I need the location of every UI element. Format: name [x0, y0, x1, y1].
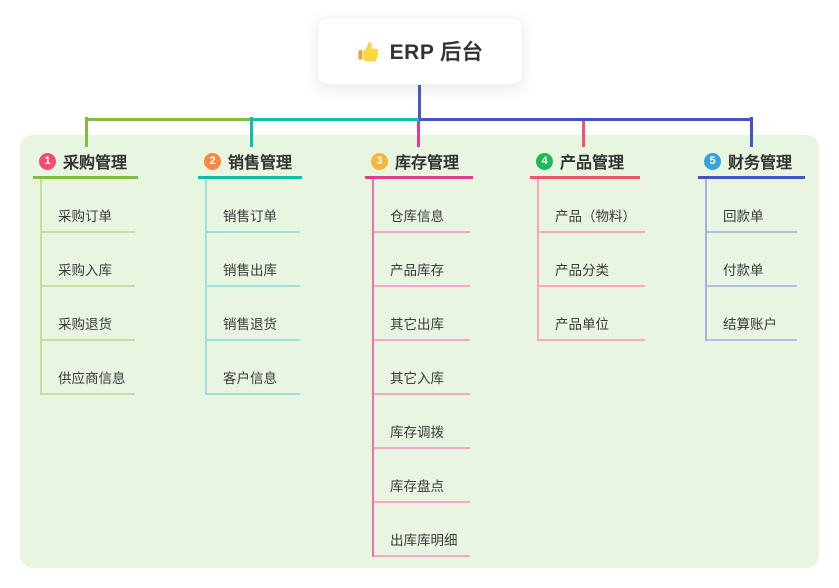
bus-line-middle: [253, 118, 419, 121]
node-item-label: 产品单位: [555, 317, 609, 332]
node-item-label: 采购订单: [58, 209, 112, 224]
branch-header-finance[interactable]: 5 财务管理: [698, 146, 805, 179]
branch-number-badge: 2: [204, 152, 221, 170]
node-item-label: 产品库存: [390, 263, 444, 278]
node-item[interactable]: 产品单位: [539, 287, 645, 341]
node-item[interactable]: 其它出库: [374, 287, 470, 341]
branch-items: 仓库信息 产品库存 其它出库 其它入库 库存调拨 库存盘点 出库库明细: [372, 179, 470, 557]
branch-header-inventory[interactable]: 3 库存管理: [365, 146, 473, 179]
node-item[interactable]: 仓库信息: [374, 179, 470, 233]
branch-items: 销售订单 销售出库 销售退货 客户信息: [205, 179, 300, 395]
node-item[interactable]: 回款单: [707, 179, 797, 233]
branch-number-badge: 5: [704, 152, 721, 170]
branch-number-badge: 1: [39, 152, 56, 170]
branch-finance: 5 财务管理 回款单 付款单 结算账户: [698, 117, 805, 341]
node-item[interactable]: 付款单: [707, 233, 797, 287]
root-connector: [418, 84, 421, 121]
node-item[interactable]: 销售退货: [207, 287, 300, 341]
branch-header-purchase[interactable]: 1 采购管理: [33, 146, 138, 179]
node-item-label: 库存调拨: [390, 425, 444, 440]
bus-line-right: [419, 118, 753, 121]
node-item-label: 其它出库: [390, 317, 444, 332]
node-item-label: 客户信息: [223, 371, 277, 386]
branch-items: 回款单 付款单 结算账户: [705, 179, 797, 341]
node-item-label: 销售出库: [223, 263, 277, 278]
branch-label: 财务管理: [728, 155, 793, 172]
node-item[interactable]: 其它入库: [374, 341, 470, 395]
node-item[interactable]: 供应商信息: [42, 341, 135, 395]
node-item-label: 供应商信息: [58, 371, 126, 386]
node-item[interactable]: 采购退货: [42, 287, 135, 341]
node-item[interactable]: 出库库明细: [374, 503, 470, 557]
root-node[interactable]: ERP 后台: [317, 17, 523, 85]
branches-panel: [20, 135, 819, 568]
branch-header-sales[interactable]: 2 销售管理: [198, 146, 302, 179]
node-item[interactable]: 采购入库: [42, 233, 135, 287]
branch-product: 4 产品管理 产品（物料） 产品分类 产品单位: [530, 121, 645, 341]
node-item[interactable]: 采购订单: [42, 179, 135, 233]
branch-drop-line: [85, 117, 88, 147]
branch-sales: 2 销售管理 销售订单 销售出库 销售退货 客户信息: [198, 117, 302, 395]
thumbs-up-icon: [357, 40, 380, 63]
node-item-label: 销售订单: [223, 209, 277, 224]
branch-header-product[interactable]: 4 产品管理: [530, 146, 640, 179]
node-item-label: 销售退货: [223, 317, 277, 332]
node-item[interactable]: 客户信息: [207, 341, 300, 395]
branch-inventory: 3 库存管理 仓库信息 产品库存 其它出库 其它入库 库存调拨 库存盘点 出库库…: [365, 121, 473, 557]
branch-drop-line: [417, 121, 420, 147]
node-item-label: 产品分类: [555, 263, 609, 278]
node-item-label: 采购入库: [58, 263, 112, 278]
branch-label: 采购管理: [63, 155, 128, 172]
branch-drop-line: [582, 121, 585, 147]
node-item-label: 其它入库: [390, 371, 444, 386]
branch-items: 采购订单 采购入库 采购退货 供应商信息: [40, 179, 135, 395]
root-node-label: ERP 后台: [389, 41, 484, 64]
node-item[interactable]: 产品分类: [539, 233, 645, 287]
node-item-label: 出库库明细: [390, 533, 458, 548]
node-item[interactable]: 销售出库: [207, 233, 300, 287]
branch-drop-line: [250, 117, 253, 147]
node-item-label: 产品（物料）: [555, 209, 636, 224]
bus-line-left: [85, 118, 253, 121]
node-item-label: 付款单: [723, 263, 764, 278]
branch-label: 销售管理: [228, 155, 293, 172]
node-item-label: 回款单: [723, 209, 764, 224]
node-item[interactable]: 产品（物料）: [539, 179, 645, 233]
node-item-label: 仓库信息: [390, 209, 444, 224]
node-item[interactable]: 销售订单: [207, 179, 300, 233]
node-item[interactable]: 结算账户: [707, 287, 797, 341]
node-item-label: 采购退货: [58, 317, 112, 332]
branch-number-badge: 3: [371, 152, 388, 170]
node-item-label: 库存盘点: [390, 479, 444, 494]
node-item[interactable]: 库存调拨: [374, 395, 470, 449]
branch-items: 产品（物料） 产品分类 产品单位: [537, 179, 645, 341]
branch-label: 库存管理: [395, 155, 460, 172]
branch-label: 产品管理: [560, 155, 625, 172]
branch-drop-line: [750, 117, 753, 147]
node-item[interactable]: 产品库存: [374, 233, 470, 287]
branch-purchase: 1 采购管理 采购订单 采购入库 采购退货 供应商信息: [33, 117, 138, 395]
node-item-label: 结算账户: [723, 317, 777, 332]
node-item[interactable]: 库存盘点: [374, 449, 470, 503]
branch-number-badge: 4: [536, 152, 553, 170]
